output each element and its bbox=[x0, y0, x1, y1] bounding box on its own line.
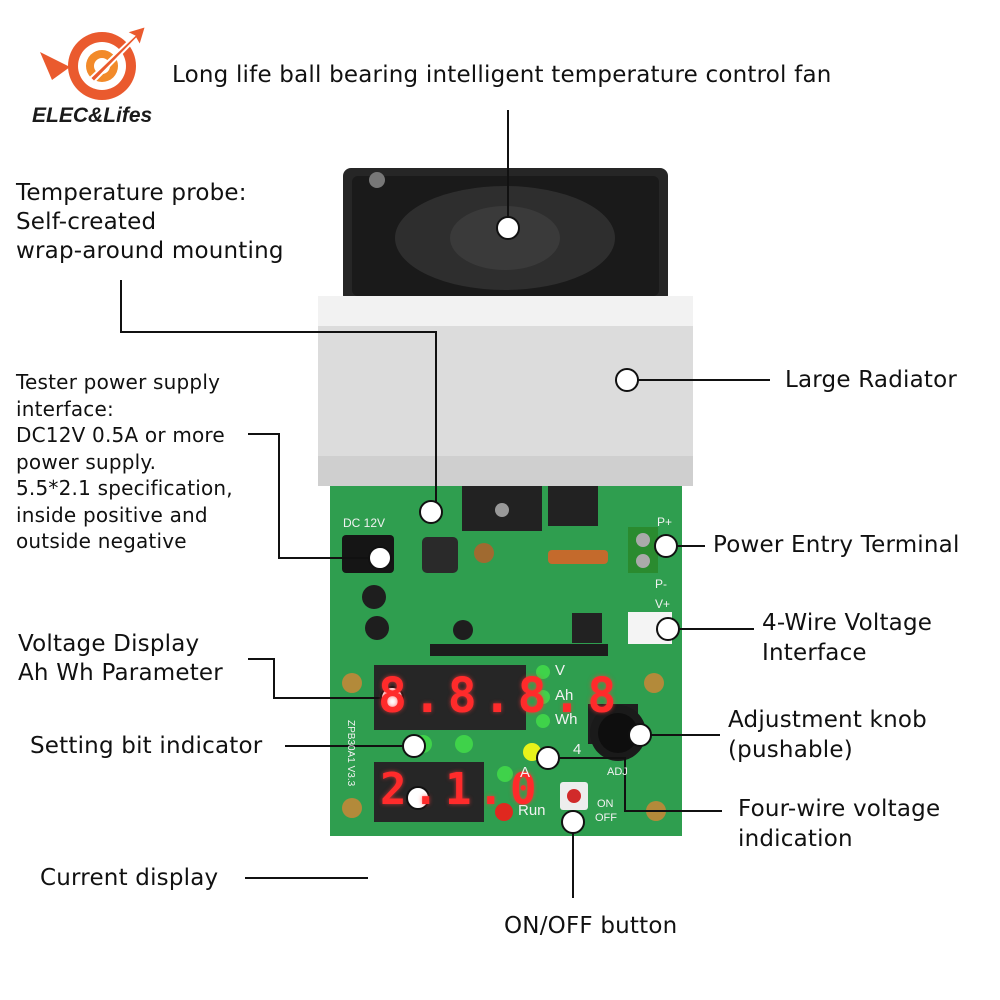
marker-setting-bit bbox=[402, 734, 426, 758]
pcb-unit-wh: Wh bbox=[555, 711, 578, 728]
pcb-dc-label: DC 12V bbox=[343, 516, 386, 530]
pcb-run: Run bbox=[518, 802, 546, 819]
pcb-four: 4 bbox=[573, 741, 582, 758]
callout-power-supply-line: Tester power supply bbox=[16, 370, 221, 394]
callout-four-wire-interface-line: Interface bbox=[762, 640, 867, 666]
callout-voltage-display-line: Ah Wh Parameter bbox=[18, 660, 223, 686]
marker-current-display bbox=[406, 786, 430, 810]
callout-current-display: Current display bbox=[40, 865, 219, 891]
marker-power-entry bbox=[654, 534, 678, 558]
callout-four-wire-indication-line: Four-wire voltage bbox=[738, 796, 941, 822]
callout-power-supply-line: DC12V 0.5A or more bbox=[16, 423, 225, 447]
current-display-panel bbox=[374, 762, 484, 822]
callout-power-supply-line: interface: bbox=[16, 396, 114, 421]
callout-probe-line: wrap-around mounting bbox=[16, 238, 284, 264]
pcb-on: ON bbox=[597, 798, 614, 810]
marker-fan bbox=[496, 216, 520, 240]
callout-onoff: ON/OFF button bbox=[504, 913, 678, 939]
callout-power-supply-line: inside positive and bbox=[16, 502, 208, 527]
callout-fan: Long life ball bearing intelligent tempe… bbox=[172, 62, 832, 88]
callout-power-supply-line: outside negative bbox=[16, 529, 187, 553]
callout-voltage-display-line: Voltage Display bbox=[18, 631, 200, 657]
callout-probe-line: Self-created bbox=[16, 209, 157, 235]
callout-knob-line: Adjustment knob bbox=[728, 707, 927, 733]
pcb-unit-ah: Ah bbox=[555, 687, 574, 704]
marker-onoff bbox=[561, 810, 585, 834]
callout-power-supply-line: power supply. bbox=[16, 449, 157, 474]
marker-dc-jack bbox=[368, 546, 392, 570]
marker-probe bbox=[419, 500, 443, 524]
callout-power-supply-line: 5.5*2.1 specification, bbox=[16, 476, 233, 500]
brand-logo: ELEC&Lifes bbox=[30, 22, 160, 132]
voltage-display-readout: 8.8.8.8 bbox=[378, 668, 623, 724]
current-display-readout: 2.1.0 bbox=[380, 764, 543, 815]
pcb-p-minus: P- bbox=[655, 577, 667, 591]
marker-four-wire-indication bbox=[536, 746, 560, 770]
pcb-p-plus: P+ bbox=[657, 515, 673, 529]
callout-power-entry: Power Entry Terminal bbox=[713, 532, 960, 558]
callout-four-wire-interface-line: 4-Wire Voltage bbox=[762, 610, 933, 636]
pcb-v-plus: V+ bbox=[655, 597, 671, 611]
callout-setting-bit: Setting bit indicator bbox=[30, 733, 263, 759]
marker-radiator bbox=[615, 368, 639, 392]
pcb-model: ZPB30A1 V3.3 bbox=[345, 720, 356, 787]
callout-knob-line: (pushable) bbox=[728, 737, 853, 763]
brand-logo-icon bbox=[40, 24, 148, 100]
callout-probe-line: Temperature probe: bbox=[16, 180, 247, 206]
marker-knob bbox=[628, 723, 652, 747]
pcb-unit-a: A bbox=[520, 764, 531, 781]
pcb-unit-v: V bbox=[555, 662, 566, 679]
callout-radiator: Large Radiator bbox=[785, 367, 958, 393]
pcb-adj: ADJ bbox=[607, 766, 628, 778]
callout-four-wire-indication-line: indication bbox=[738, 826, 853, 852]
marker-voltage-display bbox=[380, 686, 404, 710]
pcb-off: OFF bbox=[595, 812, 617, 824]
brand-name: ELEC&Lifes bbox=[32, 104, 153, 127]
marker-four-wire bbox=[656, 617, 680, 641]
